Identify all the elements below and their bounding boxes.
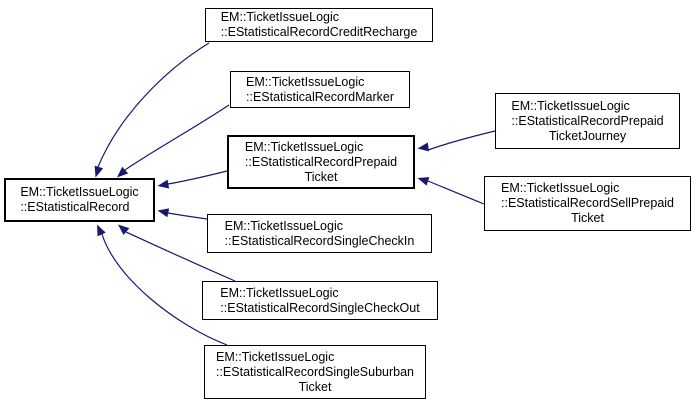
class-name: EM::TicketIssueLogic::EStatisticalRecord… [246,75,394,105]
class-name-line: TicketJourney [548,128,627,143]
arrowhead-icon [157,179,170,189]
class-name-line: Ticket [571,211,604,225]
edge-credit-recharge-to-estatistical-record [97,42,210,168]
edge-marker-to-estatistical-record [124,104,230,171]
class-name: EM::TicketIssueLogic::EStatisticalRecord… [501,181,674,226]
class-name-line: EM::TicketIssueLogic [220,10,340,24]
class-name: EM::TicketIssueLogic::EStatisticalRecord… [221,10,418,40]
class-name-line: ::EStatisticalRecordCreditRecharge [220,25,418,39]
class-name: EM::TicketIssueLogic::EStatisticalRecord… [511,99,663,144]
class-name-line: EM::TicketIssueLogic [501,181,620,195]
node-single-suburban-ticket[interactable]: EM::TicketIssueLogic::EStatisticalRecord… [204,345,426,399]
class-name-line: ::EStatisticalRecordMarker [246,89,394,104]
class-name-line: EM::TicketIssueLogic [246,74,365,89]
node-estatistical-record[interactable]: EM::TicketIssueLogic::EStatisticalRecord [4,178,155,222]
class-name: EM::TicketIssueLogic::EStatisticalRecord… [220,286,419,316]
arrowhead-icon [94,165,104,178]
node-marker[interactable]: EM::TicketIssueLogic::EStatisticalRecord… [230,71,410,108]
arrowhead-icon [97,224,106,237]
class-name-line: Ticket [298,379,332,394]
class-name-line: ::EStatisticalRecordSingleSuburban [215,364,415,379]
edge-single-check-out-to-estatistical-record [125,231,236,282]
edge-single-suburban-ticket-to-estatistical-record [101,233,228,346]
class-name: EM::TicketIssueLogic::EStatisticalRecord… [225,219,415,249]
edge-prepaid-ticket-journey-to-prepaid-ticket [427,130,496,151]
class-name-line: EM::TicketIssueLogic [215,349,335,364]
class-name-line: EM::TicketIssueLogic [244,139,364,154]
class-name: EM::TicketIssueLogic::EStatisticalRecord… [245,140,397,185]
class-name-line: EM::TicketIssueLogic [220,285,339,300]
class-name-line: Ticket [304,169,338,184]
class-name: EM::TicketIssueLogic::EStatisticalRecord… [216,350,414,395]
class-name-line: EM::TicketIssueLogic [511,98,630,113]
node-sell-prepaid-ticket[interactable]: EM::TicketIssueLogic::EStatisticalRecord… [484,176,691,231]
node-single-check-in[interactable]: EM::TicketIssueLogic::EStatisticalRecord… [207,214,432,253]
arrowhead-icon [417,177,430,186]
edge-single-check-in-to-estatistical-record [167,212,208,220]
class-name-line: ::EStatisticalRecord [20,200,130,214]
node-prepaid-ticket[interactable]: EM::TicketIssueLogic::EStatisticalRecord… [227,135,415,189]
edge-sell-prepaid-ticket-to-prepaid-ticket [427,180,485,205]
node-single-check-out[interactable]: EM::TicketIssueLogic::EStatisticalRecord… [202,281,438,320]
node-prepaid-ticket-journey[interactable]: EM::TicketIssueLogic::EStatisticalRecord… [495,93,680,149]
class-name-line: EM::TicketIssueLogic [20,185,139,199]
class-name-line: ::EStatisticalRecordSingleCheckIn [224,233,415,248]
arrowhead-icon [417,142,430,152]
arrowhead-icon [157,208,170,218]
class-name-line: ::EStatisticalRecordSingleCheckOut [220,300,420,315]
arrowhead-icon [118,224,130,236]
node-credit-recharge[interactable]: EM::TicketIssueLogic::EStatisticalRecord… [205,8,433,42]
edge-prepaid-ticket-to-estatistical-record [167,170,228,185]
class-name-line: ::EStatisticalRecordPrepaid [244,154,398,169]
class-name: EM::TicketIssueLogic::EStatisticalRecord [20,185,138,215]
class-name-line: ::EStatisticalRecordSellPrepaid [501,196,674,210]
class-name-line: EM::TicketIssueLogic [224,218,343,233]
arrowhead-icon [117,166,129,178]
class-name-line: ::EStatisticalRecordPrepaid [511,113,664,128]
